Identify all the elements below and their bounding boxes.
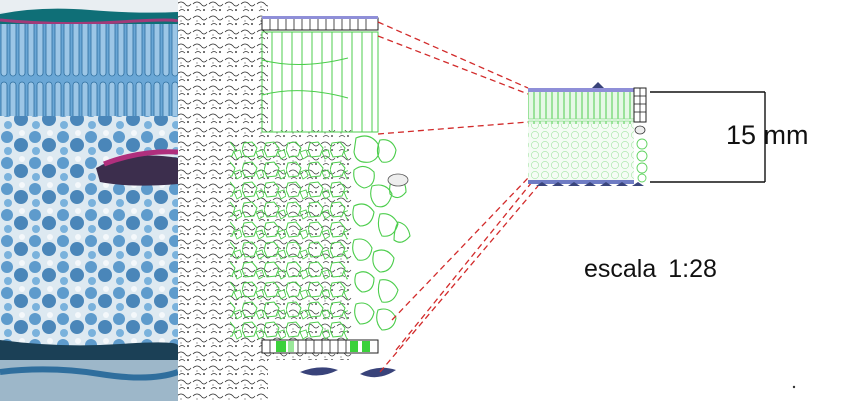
stoma-icon [536, 182, 644, 186]
scale-word: escala [584, 255, 657, 283]
dimension-bracket [650, 91, 766, 183]
scale-ratio: 1:28 [668, 255, 717, 283]
stained-micrograph [0, 0, 180, 401]
lower-epidermis [261, 339, 396, 378]
scale-label: escala 1:28 [584, 255, 717, 284]
dimension-label: 15 mm [726, 120, 809, 150]
projection-lines [377, 21, 539, 373]
scaled-miniature [528, 82, 648, 186]
spongy-cells [230, 135, 411, 340]
trichome-icon [592, 82, 604, 88]
palisade-cells [261, 16, 379, 133]
